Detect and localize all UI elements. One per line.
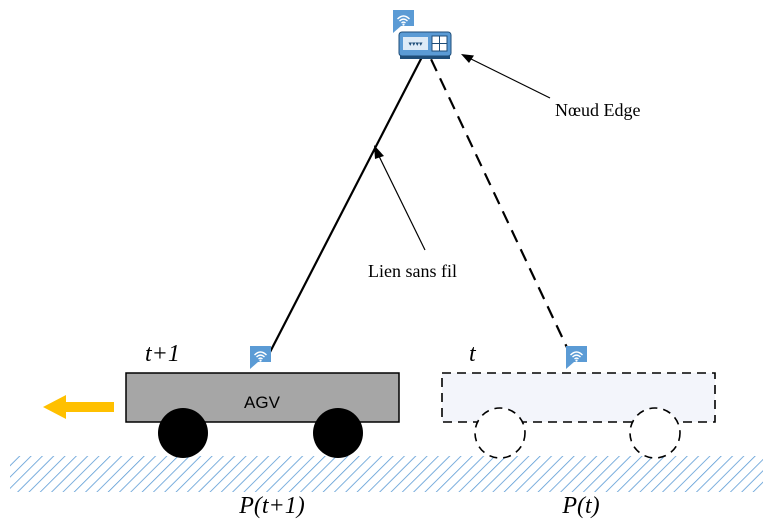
- arrow-left-icon: [43, 395, 114, 419]
- link-label: Lien sans fil: [368, 261, 457, 281]
- time-next-label: t+1: [145, 341, 180, 367]
- agv-ghost-wheel-left: [474, 407, 526, 459]
- ground-hatch: [10, 456, 763, 492]
- agv-ghost-wheel-right: [629, 407, 681, 459]
- link-pointer-head: [374, 145, 384, 159]
- wifi-icon: [249, 345, 272, 370]
- edge-node-pointer: [464, 55, 551, 99]
- wireless-link-solid: [267, 54, 424, 357]
- agv-wheel-right: [313, 408, 363, 458]
- svg-text:▾▾▾▾: ▾▾▾▾: [408, 41, 423, 48]
- wifi-icon: [565, 345, 588, 370]
- agv-wheel-left: [158, 408, 208, 458]
- position-next-label: P(t+1): [238, 493, 305, 519]
- agv-label: AGV: [244, 393, 281, 412]
- edge-node-pointer-head: [461, 54, 474, 63]
- router-icon: ▾▾▾▾: [398, 31, 452, 59]
- edge-node-label: Nœud Edge: [555, 100, 640, 120]
- agv-current: AGV: [125, 345, 400, 458]
- time-now-label: t: [469, 341, 477, 367]
- position-now-label: P(t): [561, 493, 599, 519]
- edge-node: ▾▾▾▾: [392, 9, 452, 59]
- link-pointer: [375, 149, 426, 251]
- agv-previous: [441, 345, 716, 459]
- wifi-icon: [392, 9, 415, 34]
- wireless-link-dashed: [429, 56, 572, 357]
